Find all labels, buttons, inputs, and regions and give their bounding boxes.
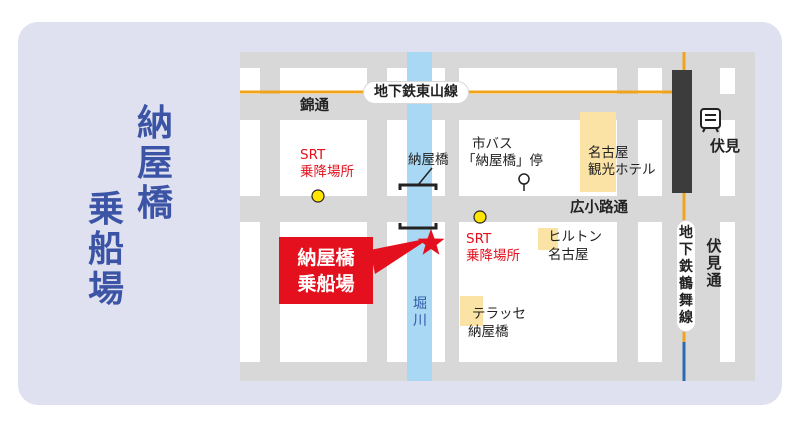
road [240,362,755,381]
higashiyama-line-label: 地下鉄東山線 [363,81,469,104]
road-label-nishiki: 錦通 [300,98,329,114]
terrace-line1: テラッセ [472,306,526,322]
tsurumai-line-label: 地下鉄鶴舞線 [676,220,696,332]
srt-label-1-line1: SRT [300,147,326,163]
bridge-symbol [398,223,438,230]
srt-marker-1 [311,189,325,203]
road [240,94,755,120]
bus-stop-label-line1: 市バス [472,136,513,152]
callout-line1: 納屋橋 [297,246,355,269]
map-graphic [240,52,755,381]
river-horikawa [407,52,432,381]
callout-pointer [370,238,430,274]
bridge-leader [417,167,433,186]
star-icon [417,229,445,255]
srt-label-2-line1: SRT [466,231,492,247]
building-terrace [460,296,483,326]
hilton-line2: 名古屋 [548,247,589,263]
road-hirokoji [240,196,755,222]
train-station-icon [700,108,721,133]
bridge-label: 納屋橋 [408,152,449,168]
srt-marker-2 [473,210,487,224]
destination-callout: 納屋橋 乗船場 [279,237,373,304]
srt-label-1-line2: 乗降場所 [300,164,354,180]
bus-stop-label-line2: 「納屋橋」停 [462,153,543,169]
river-label: 堀川 [413,296,427,329]
kanko-hotel-line1: 名古屋 [588,145,629,161]
title-line2: 乗船場 [87,189,124,310]
kanko-hotel-line2: 観光ホテル [588,162,656,178]
callout-line2: 乗船場 [297,272,355,295]
srt-label-2-line2: 乗降場所 [466,248,520,264]
building-kanko-hotel [580,112,616,192]
road-label-fushimi-dori: 伏見通 [706,237,722,289]
title-line1: 納屋橋 [136,103,173,224]
fushimi-station-block [672,70,692,193]
terrace-line2: 納屋橋 [468,324,509,340]
bus-stop-icon [518,173,530,185]
road [240,52,755,68]
hilton-line1: ヒルトン [548,229,602,245]
building-hilton [538,228,558,250]
road-label-hirokoji: 広小路通 [570,200,628,216]
station-label-fushimi: 伏見 [710,137,741,155]
map-area: 地下鉄東山線 錦通 SRT 乗降場所 納屋橋 市バス 「納屋橋」停 名古屋 観光… [240,52,755,381]
